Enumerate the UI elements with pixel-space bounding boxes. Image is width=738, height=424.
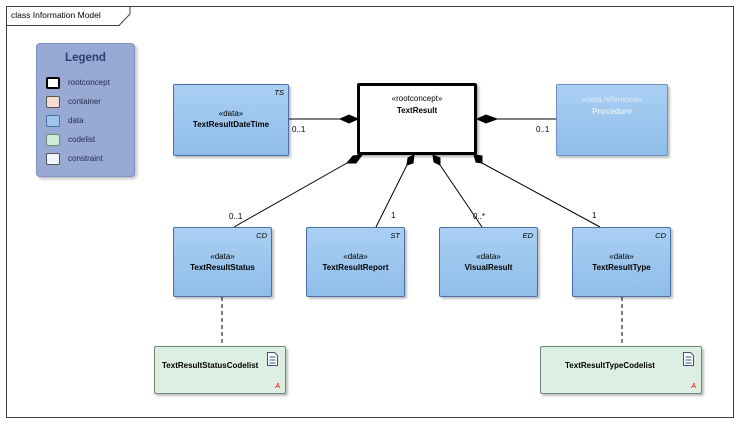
class-visualresult[interactable]: ED «data» VisualResult (439, 227, 538, 297)
multiplicity-procedure: 0..1 (536, 125, 550, 134)
diamond-visual (432, 154, 441, 166)
datatype-tag: CD (655, 231, 666, 240)
datatype-tag: CD (256, 231, 267, 240)
assoc-line-type (481, 162, 601, 228)
legend: Legend rootconcept container data codeli… (36, 43, 135, 177)
class-name: VisualResult (464, 263, 513, 272)
codelist-document-icon (267, 352, 278, 366)
legend-label: codelist (68, 135, 96, 144)
class-stereotype: «data» (476, 252, 501, 261)
class-name: TextResultTypeCodelist (565, 361, 655, 370)
class-name: TextResultStatus (190, 263, 255, 272)
class-stereotype: «data» (609, 252, 634, 261)
legend-swatch-rootconcept (46, 77, 60, 89)
class-name: TextResultDateTime (192, 120, 270, 129)
class-stereotype: «rootconcept» (391, 94, 443, 103)
diamond-procedure (475, 114, 499, 124)
diamond-type (473, 154, 483, 164)
legend-swatch-codelist (46, 134, 60, 146)
legend-label: rootconcept (68, 78, 110, 87)
class-procedure[interactable]: «data,reference» Procedure (556, 84, 668, 156)
multiplicity-status: 0..1 (229, 212, 243, 221)
class-textresulttypecodelist[interactable]: TextResultTypeCodelist A (540, 346, 702, 394)
legend-swatch-constraint (46, 153, 60, 165)
class-stereotype: «data» (343, 252, 368, 261)
assoc-line-report (375, 164, 408, 228)
class-name: TextResultReport (322, 263, 389, 272)
multiplicity-visual: 0..* (473, 212, 486, 221)
diagram-frame (6, 6, 734, 418)
legend-swatch-data (46, 115, 60, 127)
assoc-line-visual (439, 164, 483, 228)
class-textresultdatetime[interactable]: TS «data» TextResultDateTime (173, 84, 289, 156)
class-name: TextResultStatusCodelist (162, 361, 259, 370)
diamond-status (345, 154, 364, 164)
class-stereotype: «data» (210, 252, 235, 261)
legend-label: data (68, 116, 84, 125)
datatype-tag: TS (274, 88, 284, 97)
diagram-title: class Information Model (11, 10, 101, 20)
assoc-line-status (233, 162, 348, 228)
class-textresultreport[interactable]: ST «data» TextResultReport (306, 227, 405, 297)
datatype-tag: ED (522, 231, 533, 240)
legend-label: constraint (68, 154, 103, 163)
abstract-mark: A (691, 383, 696, 390)
legend-title: Legend (65, 52, 106, 64)
diamond-datetime (338, 114, 360, 124)
class-textresulttype[interactable]: CD «data» TextResultType (572, 227, 671, 297)
frame-tab-border (6, 6, 131, 26)
class-stereotype: «data,reference» (581, 95, 643, 104)
codelist-document-icon (683, 352, 694, 366)
datatype-tag: ST (390, 231, 400, 240)
class-name: Procedure (592, 107, 632, 116)
multiplicity-datetime: 0..1 (292, 125, 306, 134)
class-textresultstatus[interactable]: CD «data» TextResultStatus (173, 227, 272, 297)
class-name: TextResultType (592, 263, 651, 272)
multiplicity-report: 1 (391, 211, 396, 220)
class-stereotype: «data» (218, 109, 244, 118)
legend-swatch-container (46, 96, 60, 108)
multiplicity-type: 1 (592, 211, 597, 220)
class-name: TextResult (396, 106, 438, 115)
legend-label: container (68, 97, 101, 106)
class-textresult[interactable]: «rootconcept» TextResult (357, 83, 477, 155)
abstract-mark: A (275, 383, 280, 390)
diamond-report (406, 154, 415, 166)
class-textresultstatuscodelist[interactable]: TextResultStatusCodelist A (154, 346, 286, 394)
